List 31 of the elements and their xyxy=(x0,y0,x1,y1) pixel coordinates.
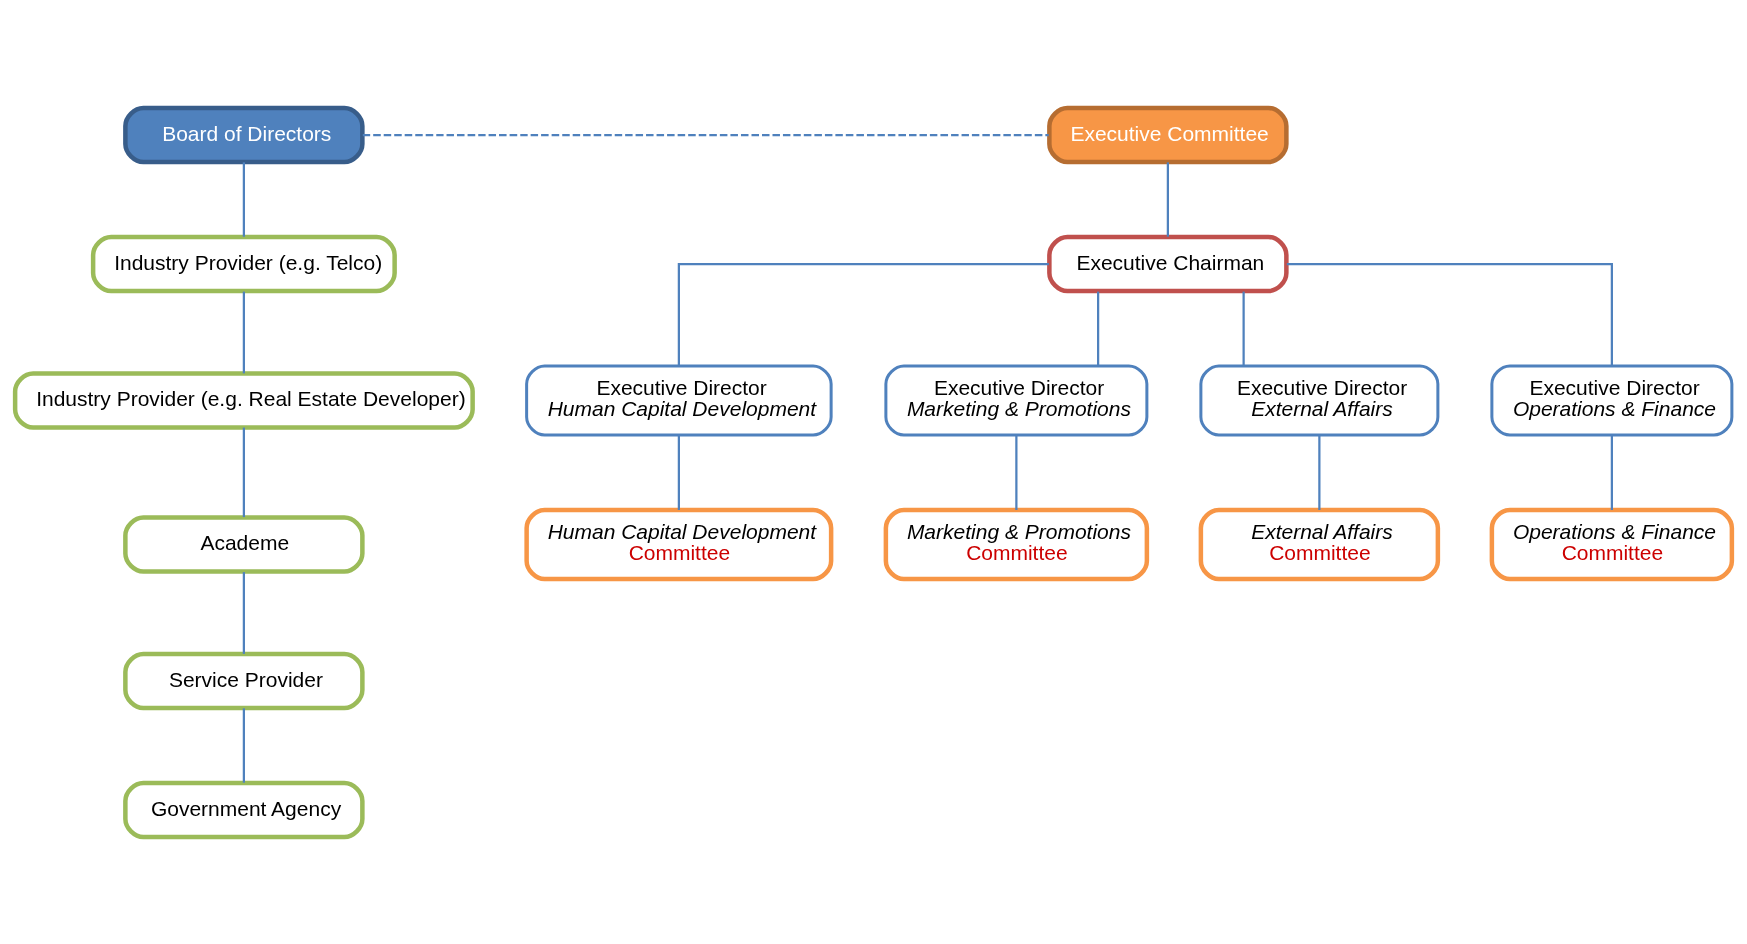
node-box: Executive Director External Affairs xyxy=(1199,364,1440,436)
node-box: Industry Provider (e.g. Telco) xyxy=(90,234,397,293)
connector xyxy=(242,571,245,654)
connector xyxy=(242,291,245,373)
node-box: Executive Director Operations & Finance xyxy=(1490,364,1734,436)
connector xyxy=(1318,434,1321,510)
connector xyxy=(1610,434,1613,510)
connector xyxy=(1166,161,1169,237)
connector xyxy=(1242,291,1245,366)
connector xyxy=(677,262,1049,365)
connector xyxy=(1286,262,1613,365)
node-box: Board of Directors xyxy=(123,105,365,164)
node-box: Industry Provider (e.g. Real Estate Developer) xyxy=(12,370,475,430)
connector xyxy=(242,161,245,237)
node-box: Operations & Finance Committee xyxy=(1489,507,1735,581)
node-box: Executive Chairman xyxy=(1047,234,1289,293)
connector xyxy=(242,427,245,517)
connector xyxy=(362,133,1049,136)
node-box: Marketing & Promotions Committee xyxy=(883,507,1150,581)
connector xyxy=(677,434,680,510)
connector xyxy=(1097,291,1100,366)
node-box: Academe xyxy=(123,514,365,574)
node-box: Human Capital Development Committee xyxy=(524,507,834,581)
node-box: Executive Director Human Capital Development xyxy=(525,364,833,436)
node-box: External Affairs Committee xyxy=(1198,507,1441,581)
node-box: Service Provider xyxy=(123,651,365,710)
connector xyxy=(242,707,245,783)
node-box: Executive Director Marketing & Promotions xyxy=(884,364,1149,436)
connector xyxy=(1015,434,1018,510)
node-box: Government Agency xyxy=(123,780,365,839)
node-box: Executive Committee xyxy=(1047,105,1289,164)
